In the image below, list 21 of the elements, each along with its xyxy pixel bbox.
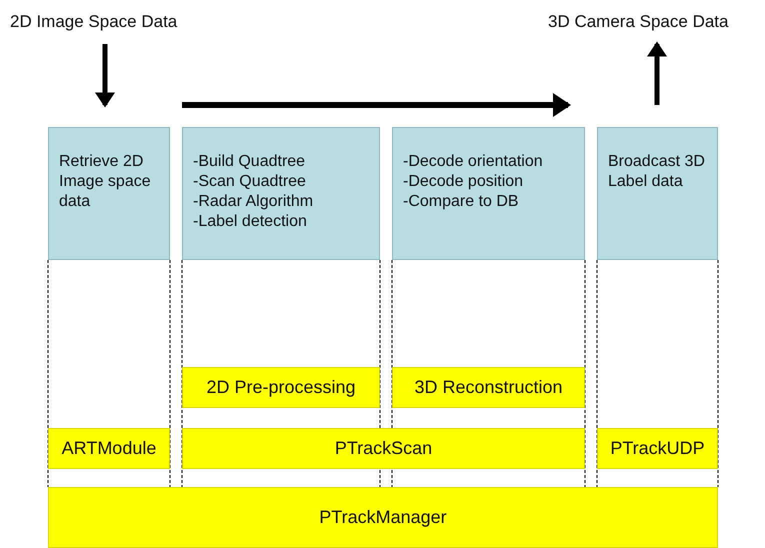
module-box: ARTModule bbox=[48, 428, 170, 469]
module-box: 2D Pre-processing bbox=[182, 367, 380, 408]
input-caption: 2D Image Space Data bbox=[10, 12, 178, 32]
arrow bbox=[95, 44, 115, 108]
step-text: -Radar Algorithm bbox=[193, 192, 314, 212]
arrow bbox=[647, 42, 667, 105]
module-box: 3D Reconstruction bbox=[392, 367, 585, 408]
step-text: -Build Quadtree bbox=[193, 152, 306, 172]
module-box: PTrackManager bbox=[48, 487, 718, 548]
step-text: -Label detection bbox=[193, 212, 308, 232]
process-box bbox=[392, 127, 585, 260]
step-text: -Decode orientation bbox=[403, 152, 544, 172]
step-text: -Decode position bbox=[403, 172, 524, 192]
step-text: -Scan Quadtree bbox=[193, 172, 307, 192]
output-caption: 3D Camera Space Data bbox=[548, 12, 728, 32]
module-box: PTrackUDP bbox=[597, 428, 718, 469]
process-box: Retrieve 2D Image space data bbox=[48, 127, 170, 260]
step-text: -Compare to DB bbox=[403, 192, 520, 212]
module-box: PTrackScan bbox=[182, 428, 585, 469]
process-box: Broadcast 3D Label data bbox=[597, 127, 718, 260]
process-box bbox=[182, 127, 380, 260]
